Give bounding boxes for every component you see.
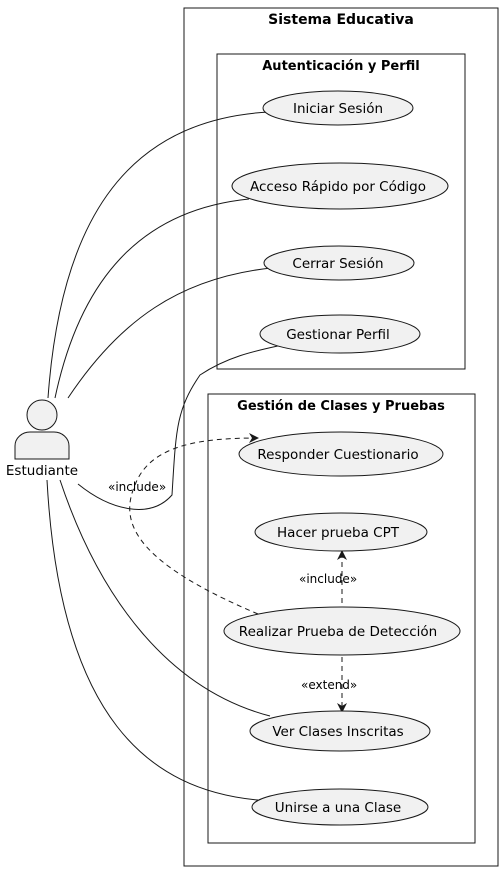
actor-estudiante: Estudiante	[6, 399, 78, 479]
use-case-label: Ver Clases Inscritas	[272, 724, 403, 740]
association-cerrar	[67, 267, 272, 399]
association-ver-clases	[59, 479, 271, 717]
association-perfil	[77, 343, 288, 510]
use-case-label: Realizar Prueba de Detección	[239, 624, 437, 640]
package-gestion-title: Gestión de Clases y Pruebas	[237, 399, 445, 414]
stereotype-extend-ver-clases: «extend»	[301, 678, 357, 692]
use-case-label: Acceso Rápido por Código	[250, 179, 426, 195]
system-title: Sistema Educativa	[268, 12, 414, 28]
use-case-label: Responder Cuestionario	[257, 447, 418, 463]
package-autenticacion-title: Autenticación y Perfil	[262, 59, 419, 74]
use-case-label: Unirse a una Clase	[275, 800, 401, 816]
actor-name: Estudiante	[6, 463, 78, 479]
use-case-iniciar-sesion: Iniciar Sesión	[262, 90, 414, 126]
use-case-label: Hacer prueba CPT	[277, 525, 400, 541]
use-case-label: Cerrar Sesión	[292, 256, 383, 272]
use-case-prueba-cpt: Hacer prueba CPT	[254, 512, 428, 552]
use-case-unirse-clase: Unirse a una Clase	[251, 788, 429, 826]
use-case-label: Gestionar Perfil	[286, 327, 390, 343]
include-responder	[129, 433, 259, 615]
association-acceso	[54, 198, 250, 399]
stereotype-include-responder: «include»	[108, 480, 166, 494]
person-icon	[14, 399, 70, 460]
use-case-responder-cuestionario: Responder Cuestionario	[238, 431, 444, 477]
use-case-gestionar-perfil: Gestionar Perfil	[259, 314, 421, 354]
use-case-ver-clases: Ver Clases Inscritas	[249, 710, 431, 752]
use-case-cerrar-sesion: Cerrar Sesión	[263, 245, 415, 281]
associations	[46, 111, 288, 801]
association-iniciar	[47, 111, 270, 399]
use-case-acceso-rapido: Acceso Rápido por Código	[231, 162, 449, 210]
association-unirse	[46, 479, 259, 801]
dependencies	[129, 433, 347, 713]
stereotype-include-cpt: «include»	[299, 572, 357, 586]
use-case-label: Iniciar Sesión	[293, 101, 383, 117]
use-case-prueba-deteccion: Realizar Prueba de Detección	[223, 606, 461, 656]
